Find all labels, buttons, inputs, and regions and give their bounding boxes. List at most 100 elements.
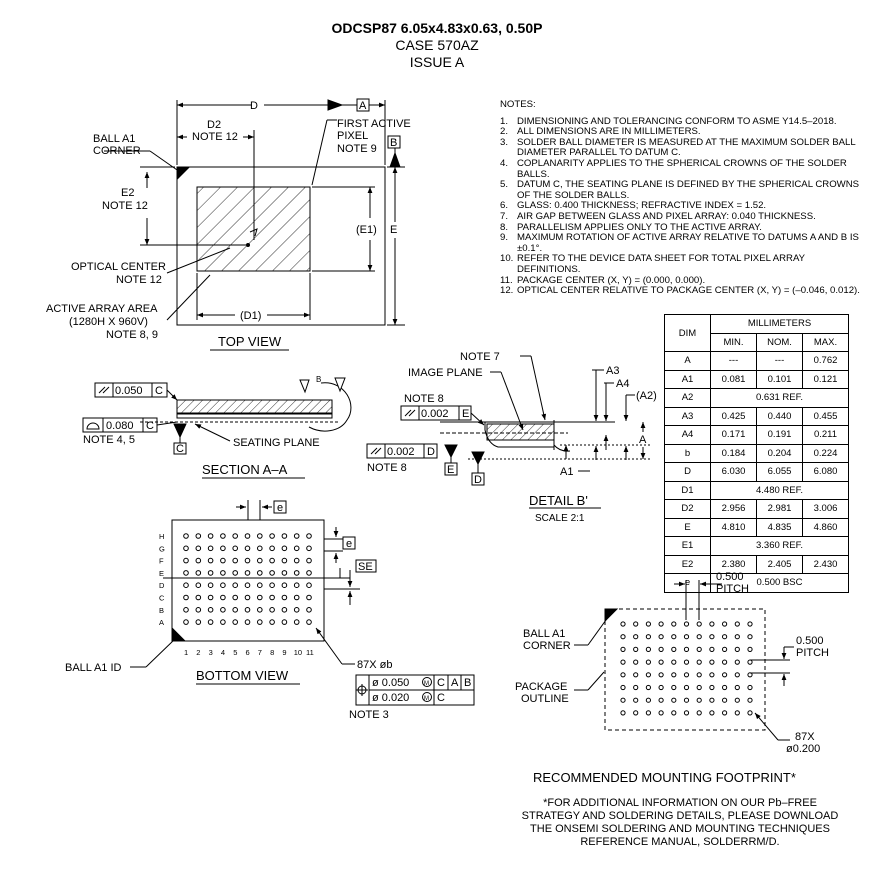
note-text: OPTICAL CENTER RELATIVE TO PACKAGE CENTE…	[517, 285, 860, 297]
footprint-pad	[734, 710, 740, 716]
ball-row-label: F	[159, 557, 164, 566]
optical-center-dot	[246, 243, 250, 247]
solder-ball	[269, 607, 275, 613]
footprint-pad	[709, 672, 715, 678]
ref-value-cell: 0.500 BSC	[710, 573, 849, 593]
solder-ball	[207, 570, 214, 576]
footprint-pad	[747, 710, 753, 716]
footnote-line1: *FOR ADDITIONAL INFORMATION ON OUR Pb–FR…	[543, 797, 817, 809]
e2-label: E2	[121, 187, 134, 199]
pitch-top-line1: 0.500	[716, 571, 744, 583]
datum-c-box	[173, 442, 187, 455]
solder-ball	[183, 582, 189, 589]
solder-ball	[257, 619, 263, 625]
footprint-pad	[633, 659, 639, 665]
footprint-pad	[683, 710, 690, 716]
solder-ball	[207, 533, 214, 539]
fcf1-datum-2: A	[451, 677, 459, 689]
solder-ball	[306, 533, 312, 539]
footprint-pad	[734, 659, 740, 665]
solder-ball	[207, 557, 214, 564]
solder-ball	[244, 607, 251, 613]
solder-ball	[220, 545, 226, 552]
note-text: MAXIMUM ROTATION OF ACTIVE ARRAY RELATIV…	[517, 232, 859, 254]
solder-ball	[183, 545, 189, 552]
datum-c-label: C	[176, 443, 184, 455]
solder-ball	[232, 570, 238, 576]
solder-ball	[293, 570, 300, 576]
top-view-title: TOP VIEW	[218, 334, 282, 349]
solder-ball	[244, 533, 251, 539]
datum-d-label: D	[474, 474, 482, 486]
solder-ball	[244, 619, 251, 625]
package-outline-line2: OUTLINE	[521, 693, 569, 705]
footprint-pad	[696, 621, 702, 627]
footprint-pad	[747, 697, 753, 703]
section-profile-datum: C	[146, 420, 154, 432]
image-plane-label: IMAGE PLANE	[408, 367, 483, 379]
a1-label: A1	[560, 466, 573, 478]
solder-ball	[293, 619, 300, 625]
fcf1-datum-1: C	[437, 677, 445, 689]
center-mark	[249, 228, 258, 237]
ball-column-label: 8	[270, 648, 274, 657]
e1-label: (E1)	[356, 224, 377, 236]
solder-ball	[183, 533, 189, 539]
solder-ball	[195, 619, 202, 625]
footprint-pad-grid	[620, 621, 753, 716]
footprint-pad	[722, 621, 728, 627]
footprint-pad	[722, 659, 728, 665]
a4-label: A4	[616, 378, 629, 390]
solder-ball	[183, 557, 189, 564]
active-array-line2: (1280H X 960V)	[69, 316, 148, 328]
footprint-pad	[683, 672, 690, 678]
footprint-pad	[671, 697, 677, 703]
solder-ball	[281, 607, 288, 613]
detail-par2-tol: 0.002	[387, 446, 415, 458]
footprint-pad	[696, 634, 702, 640]
footprint-pad	[722, 634, 728, 640]
ball-a1-id-label: BALL A1 ID	[65, 662, 122, 674]
footprint-package-outline	[604, 608, 766, 731]
solder-ball	[244, 570, 251, 576]
solder-ball	[257, 607, 263, 613]
solder-ball	[306, 594, 312, 601]
footprint-pad	[709, 684, 715, 691]
a1-corner-mark	[177, 167, 190, 180]
fcf1-tol: ø 0.050	[372, 677, 409, 689]
solder-ball	[281, 582, 288, 589]
note-7-label: NOTE 7	[460, 351, 500, 363]
footprint-pad	[683, 646, 690, 653]
notes-list: 1.DIMENSIONING AND TOLERANCING CONFORM T…	[500, 116, 860, 297]
footprint-pad	[696, 697, 702, 703]
dimension-table: DIM MILLIMETERS MIN. NOM. MAX. A------0.…	[664, 314, 849, 593]
issue-label: ISSUE A	[409, 54, 465, 70]
solder-ball	[269, 619, 275, 625]
solder-ball	[269, 594, 275, 601]
footprint-pad	[645, 710, 652, 716]
d1-label: (D1)	[240, 310, 261, 322]
footprint-pad	[620, 621, 626, 627]
solder-ball	[183, 594, 189, 601]
detail-b-title: DETAIL B'	[529, 493, 588, 508]
ball-a1-corner-line1: BALL A1	[93, 133, 135, 145]
ball-row-label: A	[159, 618, 164, 627]
ball-column-label: 7	[258, 648, 262, 657]
pad-count-label: 87X	[795, 731, 815, 743]
note-item: 6.GLASS: 0.400 THICKNESS; REFRACTIVE IND…	[500, 201, 860, 212]
solder-ball	[195, 594, 202, 601]
solder-ball	[257, 594, 263, 601]
footprint-pad	[734, 684, 740, 691]
footprint-pad	[671, 646, 677, 653]
se-label: SE	[358, 561, 373, 573]
solder-ball	[269, 582, 275, 589]
note-text: AIR GAP BETWEEN GLASS AND PIXEL ARRAY: 0…	[517, 210, 816, 222]
footprint-pad	[658, 697, 664, 703]
ball-column-label: 5	[233, 648, 237, 657]
solder-ball	[257, 533, 263, 539]
footprint-pad	[671, 672, 677, 678]
solder-ball	[244, 594, 251, 601]
note-item: 5.DATUM C, THE SEATING PLANE IS DEFINED …	[500, 179, 860, 201]
